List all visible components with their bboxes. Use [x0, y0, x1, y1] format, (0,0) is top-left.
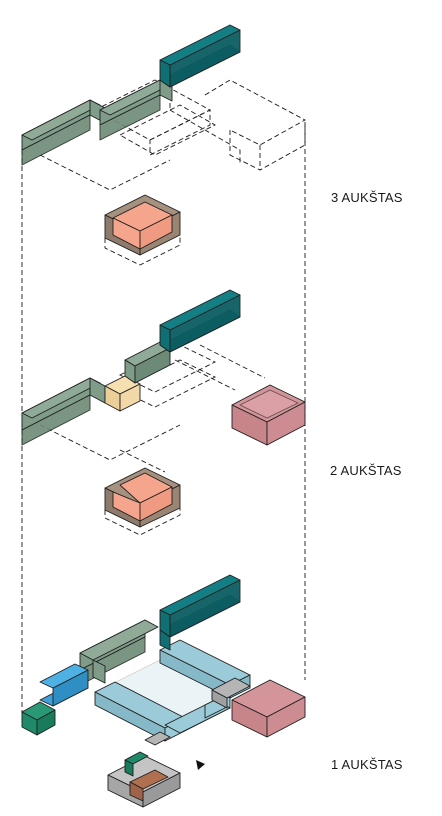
floor-3-salmon-block — [104, 194, 181, 266]
floor-1-rose-block — [231, 679, 306, 738]
floor-2-plan — [21, 289, 306, 536]
floor-1-plan — [21, 574, 306, 808]
floor-1-grey-connector — [211, 677, 251, 709]
floor-1-teal-wing — [159, 574, 241, 651]
floor-2-teal-wing — [159, 289, 241, 353]
floor-3-dashed-footprint — [39, 79, 306, 191]
floor-3-teal-wing — [159, 24, 241, 88]
floor-1-grey-entrance — [107, 731, 181, 808]
floor-label-3: 3 AUKŠTAS — [331, 190, 403, 205]
floor-1-dark-green-block — [21, 701, 56, 736]
floor-label-2: 2 AUKŠTAS — [330, 463, 402, 478]
floor-2-salmon-block — [104, 467, 181, 536]
floor-2-rose-block — [231, 384, 306, 446]
floor-1-blue-wing — [39, 663, 89, 707]
triangle-pointer-icon — [196, 760, 205, 770]
floor-label-1: 1 AUKŠTAS — [331, 757, 403, 772]
floor-3-plan — [21, 24, 306, 266]
floor-1-sage-wing — [79, 619, 159, 686]
floor-3-sage-wing — [21, 79, 173, 166]
floor-2-sage-wing — [21, 341, 171, 446]
